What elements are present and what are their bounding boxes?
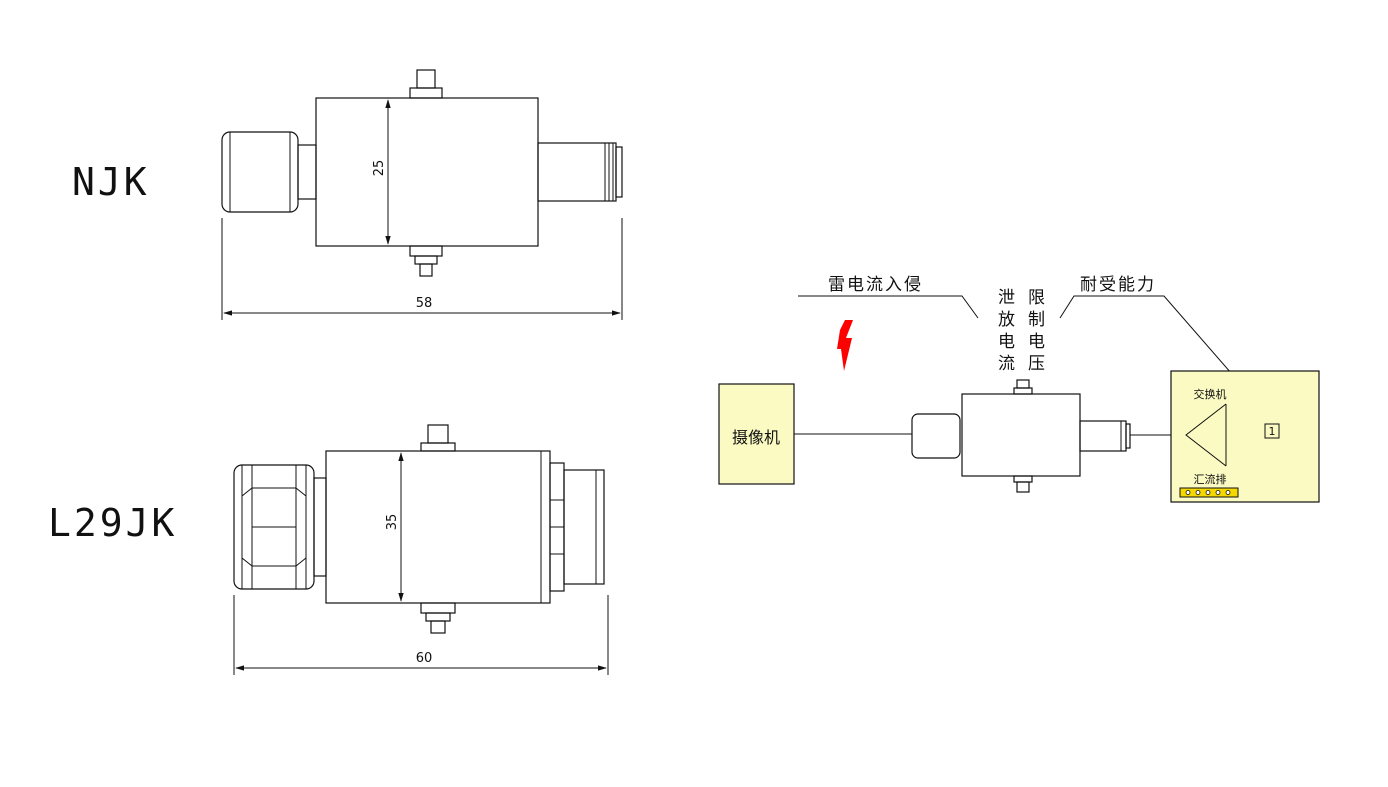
lightning-intrusion-label: 雷电流入侵 [828,275,923,295]
l29jk-height-label: 35 [385,514,400,531]
busbar-icon [1179,487,1239,498]
svg-text:电: 电 [1028,332,1045,352]
njk-device-drawing [221,69,623,277]
svg-text:放: 放 [998,310,1015,330]
withstand-leader-line [1059,295,1273,421]
switch-panel [1170,370,1320,503]
svg-text:制: 制 [1028,310,1045,330]
withstand-capability-label: 耐受能力 [1080,275,1156,295]
lightning-leader-line [798,295,979,319]
port-number-label: 1 [1269,425,1276,438]
njk-knurled-nut [221,131,299,213]
njk-length-label: 58 [416,296,433,311]
svg-text:泄: 泄 [998,288,1015,308]
svg-text:流: 流 [998,354,1015,374]
discharge-current-label: 泄 放 电 流 [998,288,1015,374]
svg-text:电: 电 [998,332,1015,352]
lightning-bolt-icon [837,320,853,371]
njk-height-label: 25 [372,160,387,177]
svg-text:限: 限 [1028,288,1045,308]
camera-label: 摄像机 [732,428,780,447]
l29jk-device-drawing [233,424,605,634]
l29jk-model-label: L29JK [48,501,177,545]
camera-box [718,383,795,485]
l29jk-body [325,450,551,604]
l29jk-length-label: 60 [416,651,433,666]
switch-port-triangle [1185,403,1227,467]
schematic-surge-protector [911,379,1131,493]
port-number-box [1264,423,1280,439]
limit-voltage-label: 限 制 电 压 [1028,288,1045,374]
njk-right-connector [537,142,617,202]
switch-label: 交换机 [1194,387,1227,401]
njk-model-label: NJK [72,160,150,204]
busbar-label: 汇流排 [1194,472,1227,486]
njk-body [315,97,539,247]
svg-text:压: 压 [1028,354,1045,374]
